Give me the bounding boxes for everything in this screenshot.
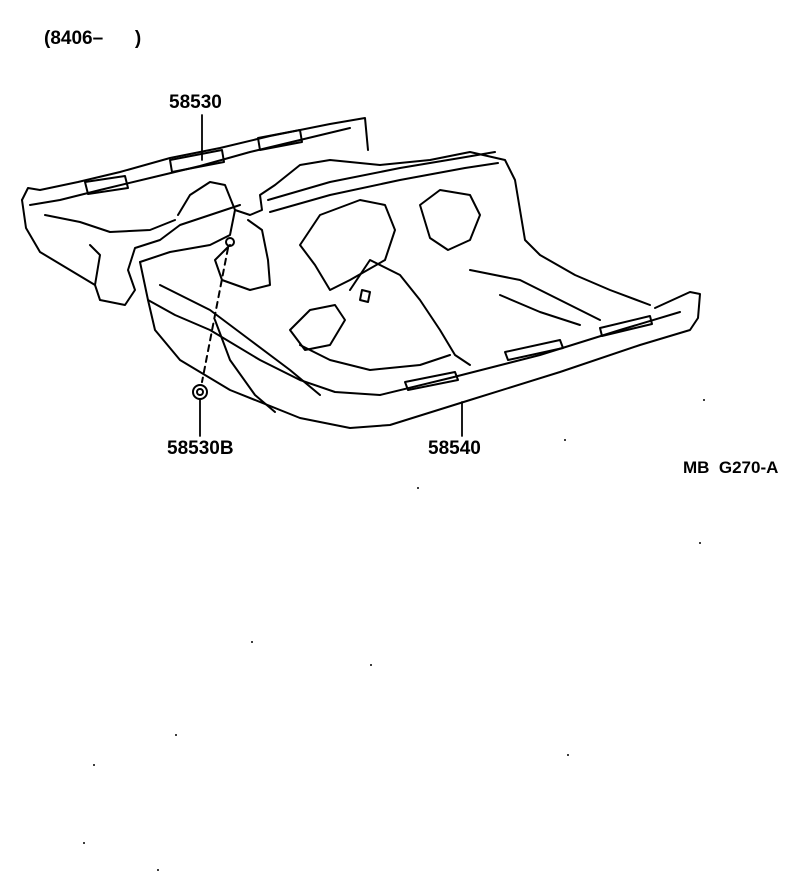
part-number-58540: 58540 bbox=[428, 438, 481, 459]
date-range-label: (8406– ) bbox=[44, 28, 142, 49]
part-number-58530: 58530 bbox=[169, 92, 222, 113]
part-number-58530b: 58530B bbox=[167, 438, 234, 459]
figure-code: MB G270-A bbox=[683, 458, 779, 477]
front-carpet-part bbox=[21, 117, 369, 306]
main-carpet-part bbox=[139, 151, 701, 429]
clip-part bbox=[192, 237, 235, 400]
leader-lines bbox=[199, 114, 463, 437]
scan-dots bbox=[83, 399, 705, 871]
